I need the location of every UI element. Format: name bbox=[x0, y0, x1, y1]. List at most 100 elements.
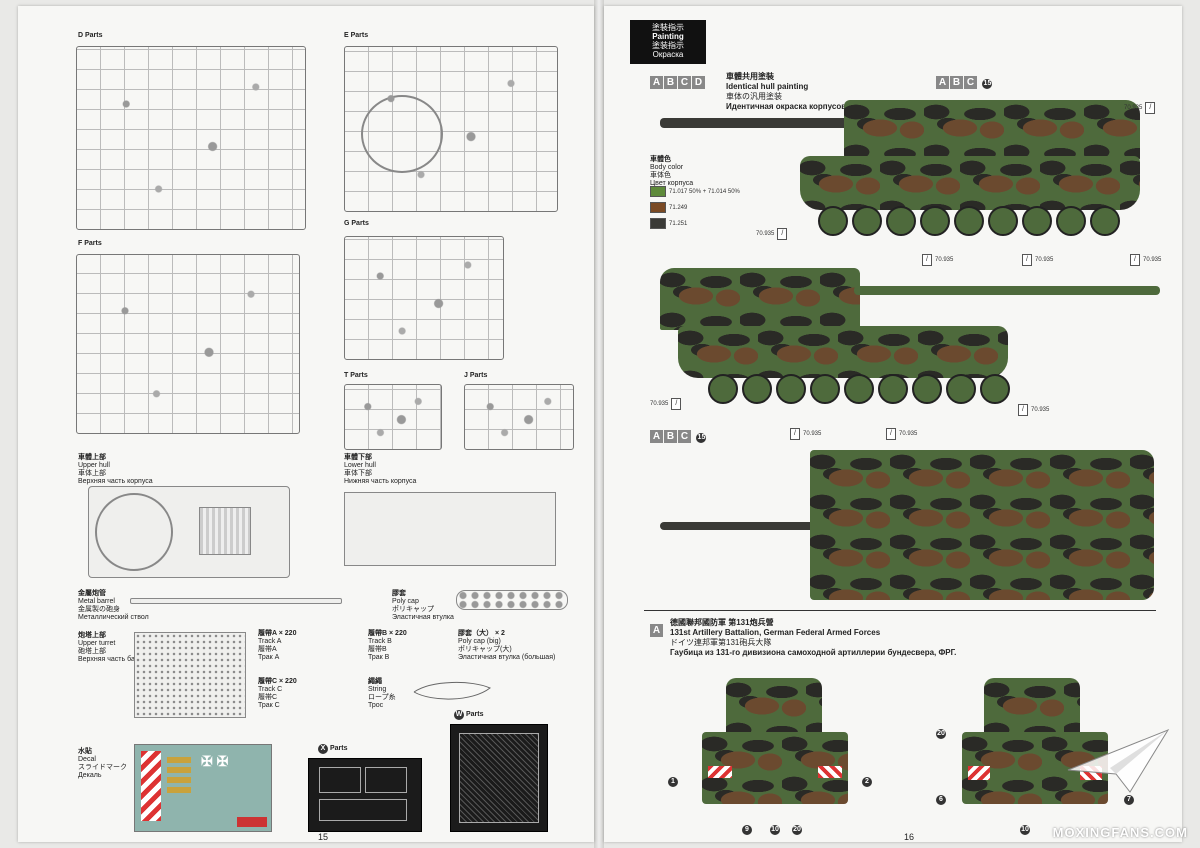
upper-hull-jp: 車体上部 bbox=[78, 470, 106, 477]
scheme-tag: C bbox=[678, 76, 691, 89]
hull1-gun-barrel bbox=[660, 118, 880, 128]
poly-cap-label: 膠套 Poly cap ポリキャップ Эластичная втулка bbox=[392, 590, 454, 622]
string-en: String bbox=[368, 686, 387, 693]
top-view-hull bbox=[810, 450, 1154, 600]
sprue-d-label: D Parts bbox=[78, 32, 103, 39]
paint-callout-icon: / bbox=[671, 398, 682, 410]
upper-turret-jp: 砲塔上部 bbox=[78, 648, 106, 655]
body-color-en: Body color bbox=[650, 164, 684, 171]
hull2-body bbox=[678, 326, 1008, 378]
callout-number: 20 bbox=[936, 729, 946, 739]
callout-number: 9 bbox=[742, 825, 752, 835]
x-parts-text: Parts bbox=[329, 745, 348, 752]
upper-hull-label: 車體上部 Upper hull 車体上部 Верхняя часть корпу… bbox=[78, 454, 153, 486]
rear-callout-6: 6 bbox=[936, 788, 946, 806]
front-callout-9: 9 bbox=[742, 818, 752, 836]
track-a-en: Track A bbox=[258, 638, 282, 645]
paint-callout-icon: / bbox=[790, 428, 800, 440]
front-callout-1: 1 bbox=[668, 770, 678, 788]
lower-hull-zh: 車體下部 bbox=[344, 454, 372, 461]
decal-label: 水貼 Decal スライドマーク Декаль bbox=[78, 748, 127, 780]
color-green: 71.017 50% + 71.014 50% bbox=[650, 186, 740, 197]
sprue-j bbox=[464, 384, 574, 450]
lower-hull-jp: 車体下部 bbox=[344, 470, 372, 477]
rear-callout-7: 7 bbox=[1124, 788, 1134, 806]
scheme-title-zh: 車體共用塗裝 bbox=[726, 72, 774, 81]
paint-code: 70.935 bbox=[1031, 407, 1050, 413]
front-callout-20: 20 bbox=[792, 818, 802, 836]
swatch-brown bbox=[650, 202, 666, 213]
upper-turret-part bbox=[134, 632, 246, 718]
sprue-e bbox=[344, 46, 558, 212]
sprue-e-label: E Parts bbox=[344, 32, 369, 39]
painting-header-en: Painting bbox=[652, 32, 684, 41]
callout-15: 15 bbox=[982, 79, 993, 89]
right-page-number: 16 bbox=[904, 832, 915, 842]
track-c-label: 履帶C × 220 Track C 履帯C Трак C bbox=[258, 678, 297, 710]
x-parts-badge: X bbox=[318, 744, 328, 754]
front-view-turret bbox=[726, 678, 822, 738]
w-parts-text: Parts bbox=[465, 711, 484, 718]
paint-callout-a: 70.935/ bbox=[756, 228, 788, 240]
paint-code: 70.935 bbox=[756, 231, 775, 237]
upper-hull-grille bbox=[199, 507, 251, 555]
callout-15: 15 bbox=[696, 433, 707, 443]
sprue-t bbox=[344, 384, 442, 450]
upper-turret-zh: 炮塔上部 bbox=[78, 632, 106, 639]
rear-warning-left bbox=[968, 766, 990, 780]
poly-cap-big-label: 膠套（大） × 2 Poly cap (big) ポリキャップ(大) Эласт… bbox=[458, 630, 555, 662]
unit-description: 德國聯邦國防軍 第131炮兵營 131st Artillery Battalio… bbox=[670, 618, 956, 658]
paint-callout-icon: / bbox=[1018, 404, 1028, 416]
track-b-ru: Трак B bbox=[368, 654, 390, 661]
w-parts-label: W Parts bbox=[454, 710, 483, 720]
hull1-body bbox=[800, 156, 1140, 210]
poly-cap-zh: 膠套 bbox=[392, 590, 406, 597]
lower-hull-ru: Нижняя часть корпуса bbox=[344, 478, 417, 485]
painting-header-jp: 塗装指示 bbox=[652, 41, 684, 50]
front-warning-right bbox=[818, 766, 842, 778]
decal-ru: Декаль bbox=[78, 772, 102, 779]
metal-barrel-ru: Металлический ствол bbox=[78, 614, 149, 621]
unit-tag-letter: A bbox=[650, 624, 663, 637]
hull2-turret bbox=[660, 268, 860, 330]
metal-barrel-jp: 金属製の砲身 bbox=[78, 606, 120, 613]
sprue-d bbox=[76, 46, 306, 230]
iron-cross-decals: ✠ ✠ bbox=[201, 753, 229, 769]
unit-tag: A bbox=[650, 620, 664, 638]
rear-callout-10: 10 bbox=[1020, 818, 1030, 836]
left-page-number: 15 bbox=[318, 832, 329, 842]
painting-header-ru: Окраска bbox=[652, 50, 684, 59]
paint-code: 70.935 bbox=[899, 431, 918, 437]
track-c-ru: Трак C bbox=[258, 702, 280, 709]
paint-callout-i: /70.935 bbox=[1018, 404, 1049, 416]
string-part bbox=[413, 681, 491, 700]
scheme-tag: B bbox=[950, 76, 963, 89]
callout-number: 10 bbox=[770, 825, 780, 835]
painting-header-zh: 塗裝指示 bbox=[652, 23, 684, 32]
x-parts-label: X Parts bbox=[318, 744, 347, 754]
track-b-zh: 履帶B bbox=[368, 630, 388, 637]
scheme-tag: A bbox=[650, 430, 663, 443]
paint-callout-icon: / bbox=[1022, 254, 1032, 266]
callout-number: 20 bbox=[792, 825, 802, 835]
scheme-tag: C bbox=[964, 76, 977, 89]
metal-barrel-zh: 金屬炮管 bbox=[78, 590, 106, 597]
paint-callout-g: /70.935 bbox=[790, 428, 821, 440]
poly-cap-en: Poly cap bbox=[392, 598, 419, 605]
color-black: 71.251 bbox=[650, 218, 687, 229]
unit-ru: Гаубица из 131-го дивизиона самоходной а… bbox=[670, 648, 957, 657]
rear-view-turret bbox=[984, 678, 1080, 738]
unit-en: 131st Artillery Battalion, German Federa… bbox=[670, 628, 881, 637]
string-jp: ロープ糸 bbox=[368, 694, 396, 701]
parts-map-page: D Parts E Parts F Parts G Parts T Parts … bbox=[18, 6, 594, 842]
divider bbox=[644, 610, 1156, 611]
decal-en: Decal bbox=[78, 756, 96, 763]
upper-hull-zh: 車體上部 bbox=[78, 454, 106, 461]
front-warning-left bbox=[708, 766, 732, 778]
string-ru: Трос bbox=[368, 702, 384, 709]
sprue-j-label: J Parts bbox=[464, 372, 488, 379]
poly-cap-big-en: Poly cap (big) bbox=[458, 638, 501, 645]
watermark-text: MOXINGFANS.COM bbox=[1052, 825, 1188, 840]
